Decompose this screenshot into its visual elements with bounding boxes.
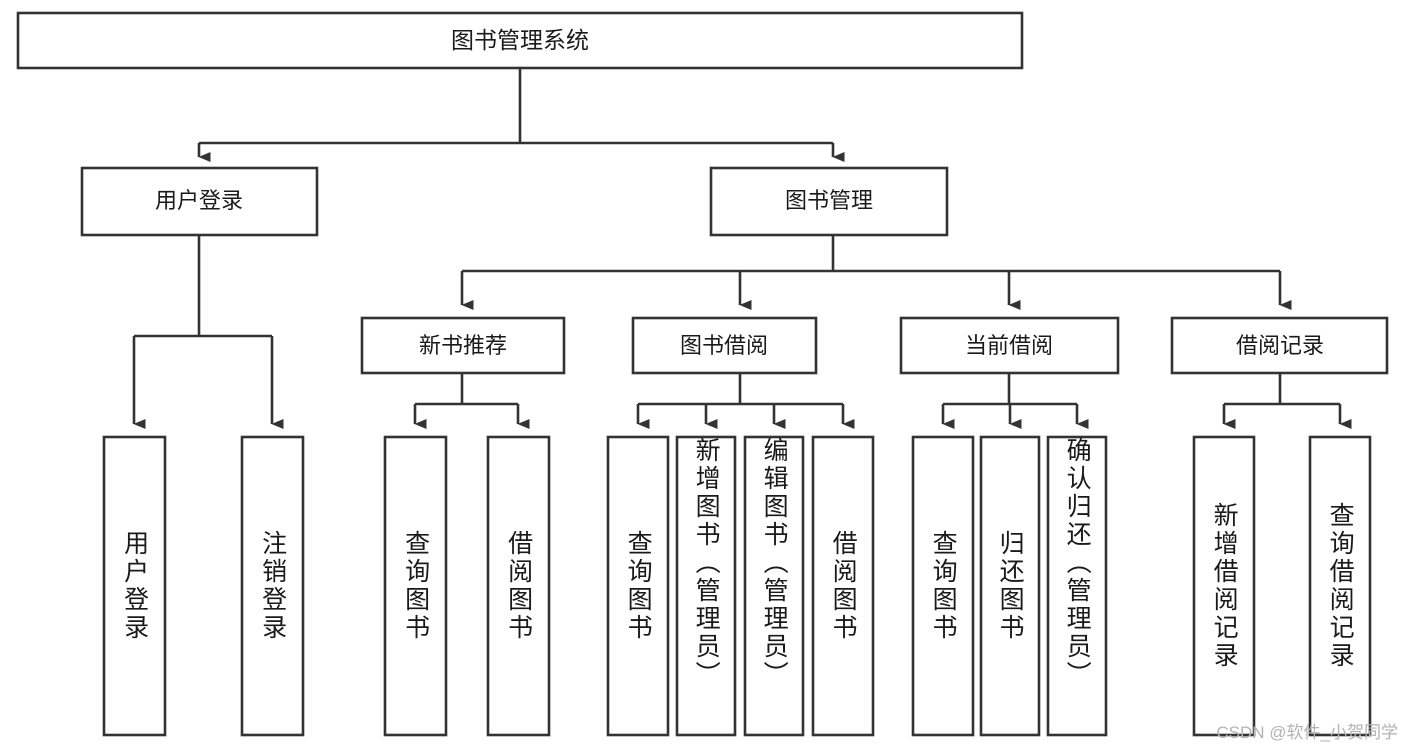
leaf-box-borrow-record-1[interactable] <box>1192 435 1256 737</box>
connectors-user-login-to-leaves <box>132 235 284 429</box>
user-login-label: 用户登录 <box>155 188 243 213</box>
watermark-text: CSDN @软件_小贺同学 <box>1216 723 1398 742</box>
book-management-box[interactable] <box>709 166 949 237</box>
node-new-book-recommend[interactable]: 新书推荐 <box>360 316 566 375</box>
leaf-box-current-borrow-1[interactable] <box>911 435 975 737</box>
node-root-book-management-system[interactable]: 图书管理系统 <box>16 11 1024 70</box>
book-borrow-label: 图书借阅 <box>680 333 768 358</box>
connectors-borrow-record-to-leaves <box>1222 373 1352 429</box>
leaf-boxes-current-borrow <box>911 435 1108 737</box>
leaf-box-book-borrow-3[interactable] <box>743 435 805 737</box>
leaf-box-current-borrow-3[interactable] <box>1046 435 1108 737</box>
leaf-box-new-book-1[interactable] <box>383 435 448 737</box>
book-management-label: 图书管理 <box>785 188 873 213</box>
connectors-new-book-to-leaves <box>413 373 530 429</box>
node-user-login[interactable]: 用户登录 <box>80 166 319 237</box>
current-borrow-label: 当前借阅 <box>965 333 1053 358</box>
leaf-boxes-user-login <box>102 435 305 737</box>
root-box[interactable] <box>16 11 1024 70</box>
leaf-boxes-book-borrow <box>606 435 875 737</box>
leaf-box-borrow-record-2[interactable] <box>1308 435 1372 737</box>
connectors-book-manage-to-level2 <box>460 235 1292 310</box>
leaf-boxes-new-book-recommend <box>383 435 551 737</box>
root-label: 图书管理系统 <box>451 27 589 53</box>
node-current-borrow[interactable]: 当前借阅 <box>899 316 1120 375</box>
node-borrow-record[interactable]: 借阅记录 <box>1170 316 1389 375</box>
current-borrow-box[interactable] <box>899 316 1120 375</box>
borrow-record-label: 借阅记录 <box>1236 333 1324 358</box>
node-book-management[interactable]: 图书管理 <box>709 166 949 237</box>
new-book-recommend-label: 新书推荐 <box>419 333 507 358</box>
connectors-current-borrow-to-leaves <box>941 373 1089 429</box>
connectors-root-to-level1 <box>197 68 845 162</box>
leaf-boxes-borrow-record <box>1192 435 1372 737</box>
new-book-recommend-box[interactable] <box>360 316 566 375</box>
leaf-box-user-login-1[interactable] <box>102 435 167 737</box>
leaf-box-user-login-2[interactable] <box>240 435 305 737</box>
leaf-box-current-borrow-2[interactable] <box>979 435 1041 737</box>
connectors-book-borrow-to-leaves <box>636 373 855 429</box>
borrow-record-box[interactable] <box>1170 316 1389 375</box>
leaf-box-new-book-2[interactable] <box>486 435 551 737</box>
leaf-box-book-borrow-1[interactable] <box>606 435 670 737</box>
user-login-box[interactable] <box>80 166 319 237</box>
book-borrow-box[interactable] <box>631 316 818 375</box>
leaf-box-book-borrow-2[interactable] <box>675 435 737 737</box>
node-book-borrow[interactable]: 图书借阅 <box>631 316 818 375</box>
leaf-box-book-borrow-4[interactable] <box>811 435 875 737</box>
